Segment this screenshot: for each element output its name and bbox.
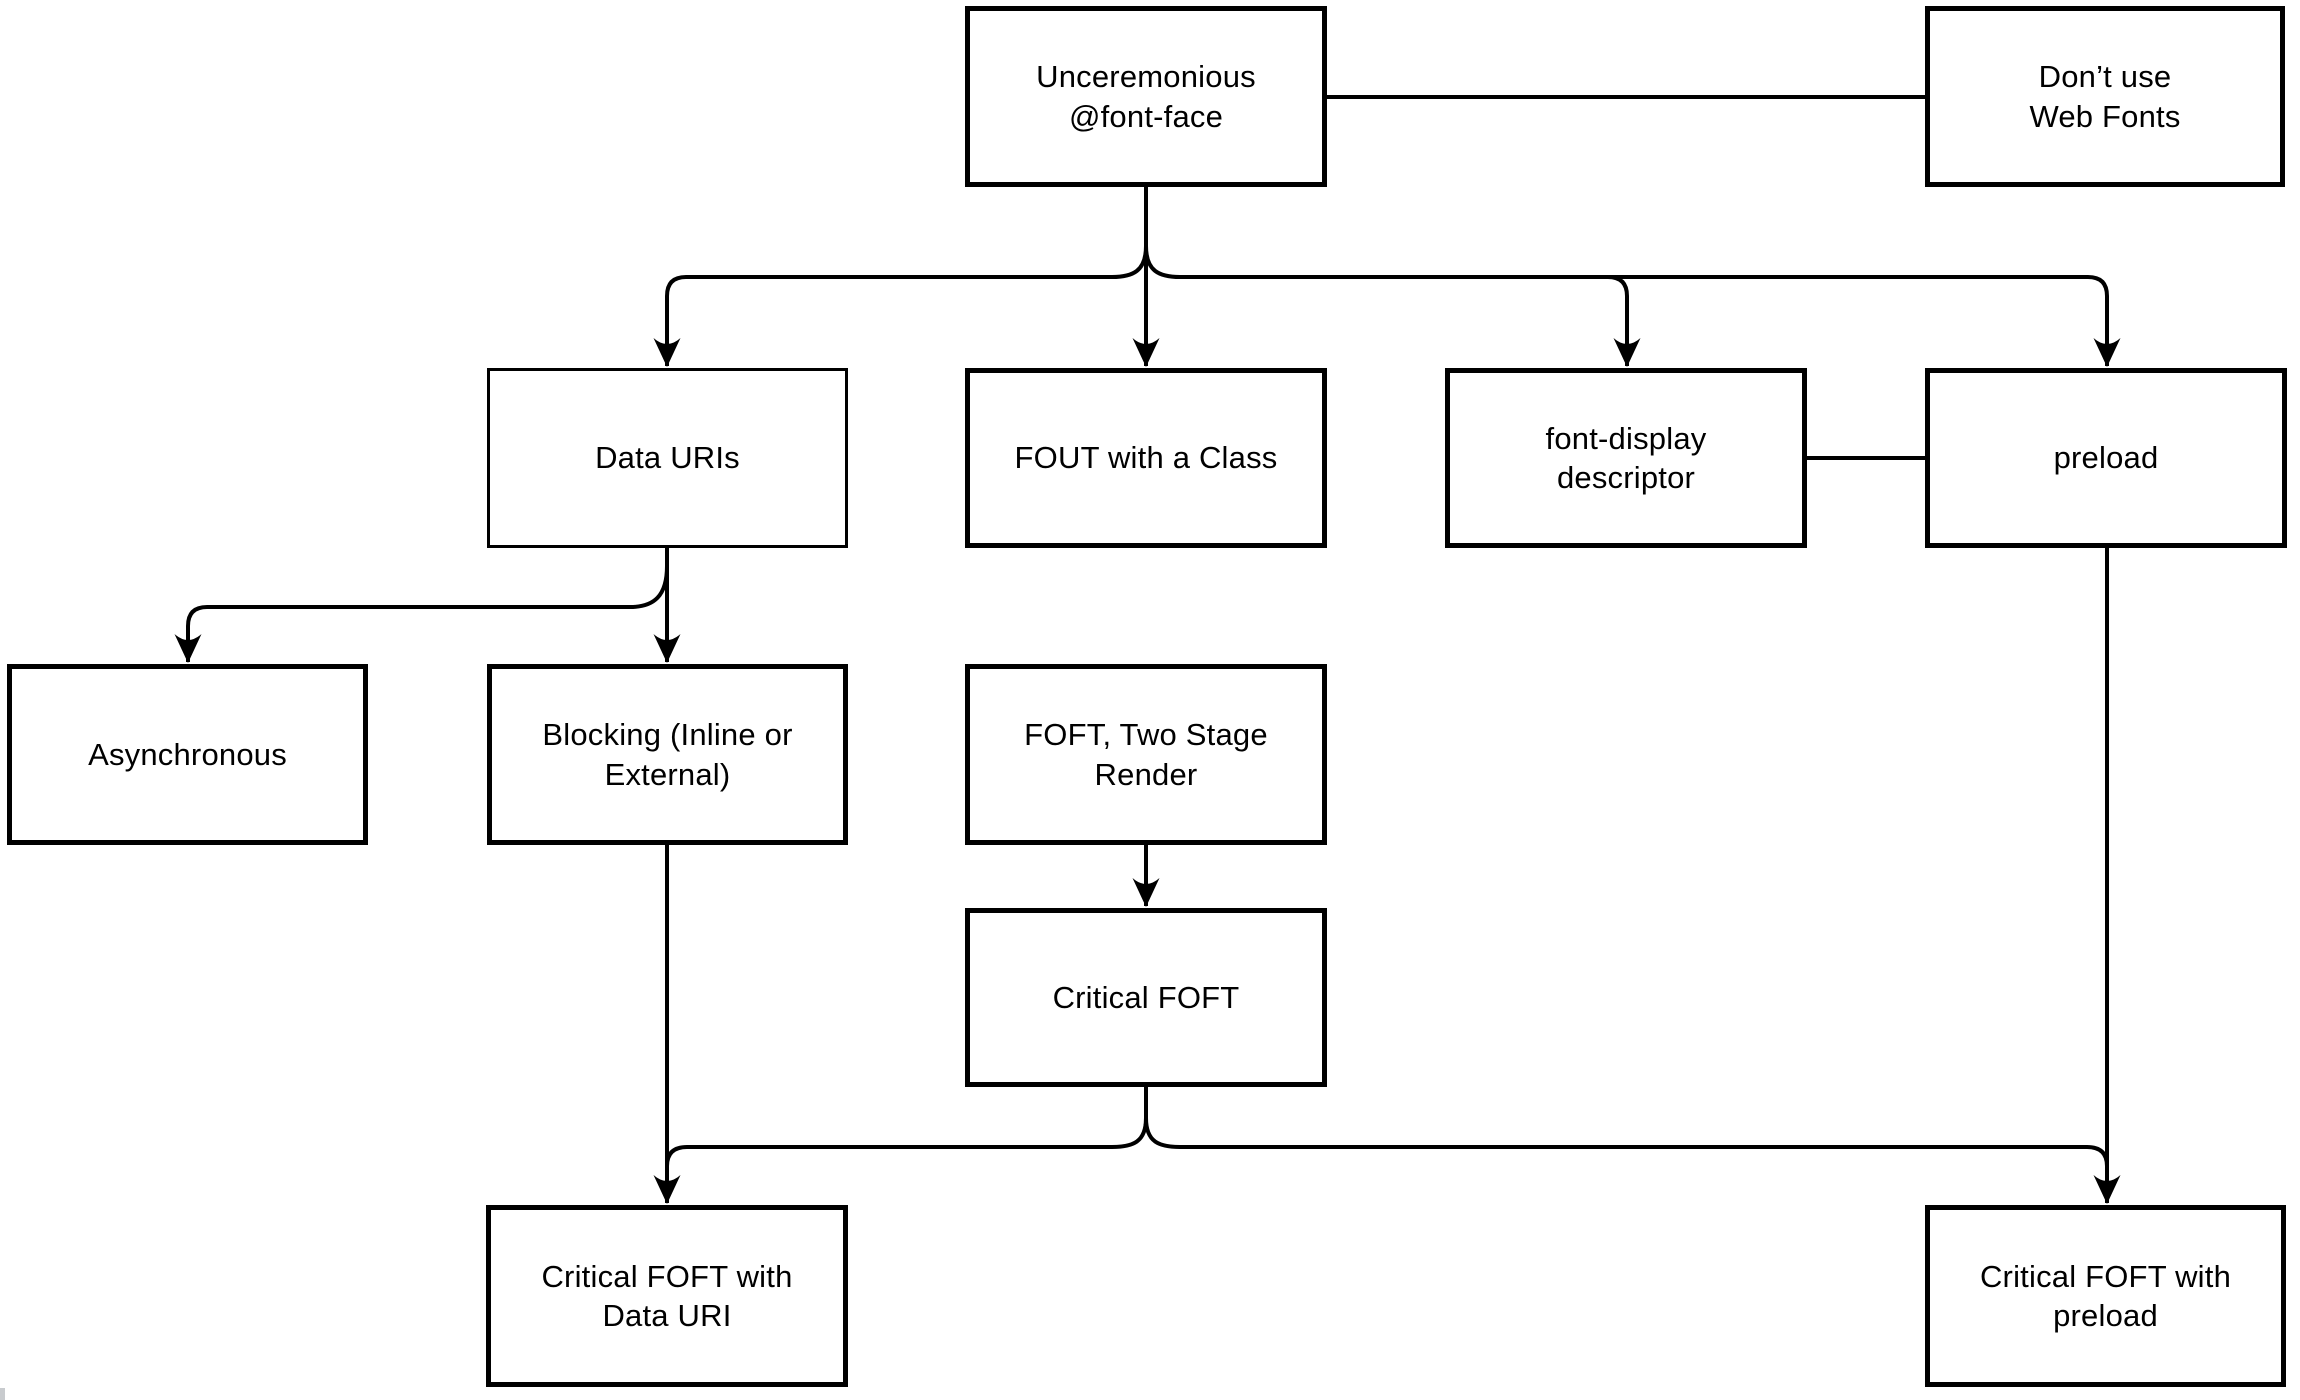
edge-unceremonious-datauris [653,245,1148,367]
node-data-uris: Data URIs [487,368,848,548]
node-preload: preload [1925,368,2287,548]
edge-criticalfoft-cfpreload [1144,1117,2109,1167]
node-critical-foft-with-data-uri: Critical FOFT with Data URI [486,1205,848,1387]
edge-unceremonious-preload [1144,245,2121,367]
scrollbar-artifact [0,1388,5,1400]
node-unceremonious-font-face: Unceremonious @font-face [965,6,1327,187]
node-asynchronous: Asynchronous [7,664,368,845]
node-dont-use-web-fonts: Don’t use Web Fonts [1925,6,2285,187]
node-critical-foft: Critical FOFT [965,908,1327,1087]
node-blocking-inline-or-external: Blocking (Inline or External) [487,664,848,845]
node-font-display-descriptor: font-display descriptor [1445,368,1807,548]
edge-datauris-asynchronous [174,565,669,663]
node-critical-foft-with-preload: Critical FOFT with preload [1925,1205,2286,1387]
edge-criticalfoft-cfdatauri [665,1117,1148,1167]
node-foft-two-stage-render: FOFT, Two Stage Render [965,664,1327,845]
node-fout-with-a-class: FOUT with a Class [965,368,1327,548]
edge-unceremonious-fontdisplay [1607,275,1641,367]
